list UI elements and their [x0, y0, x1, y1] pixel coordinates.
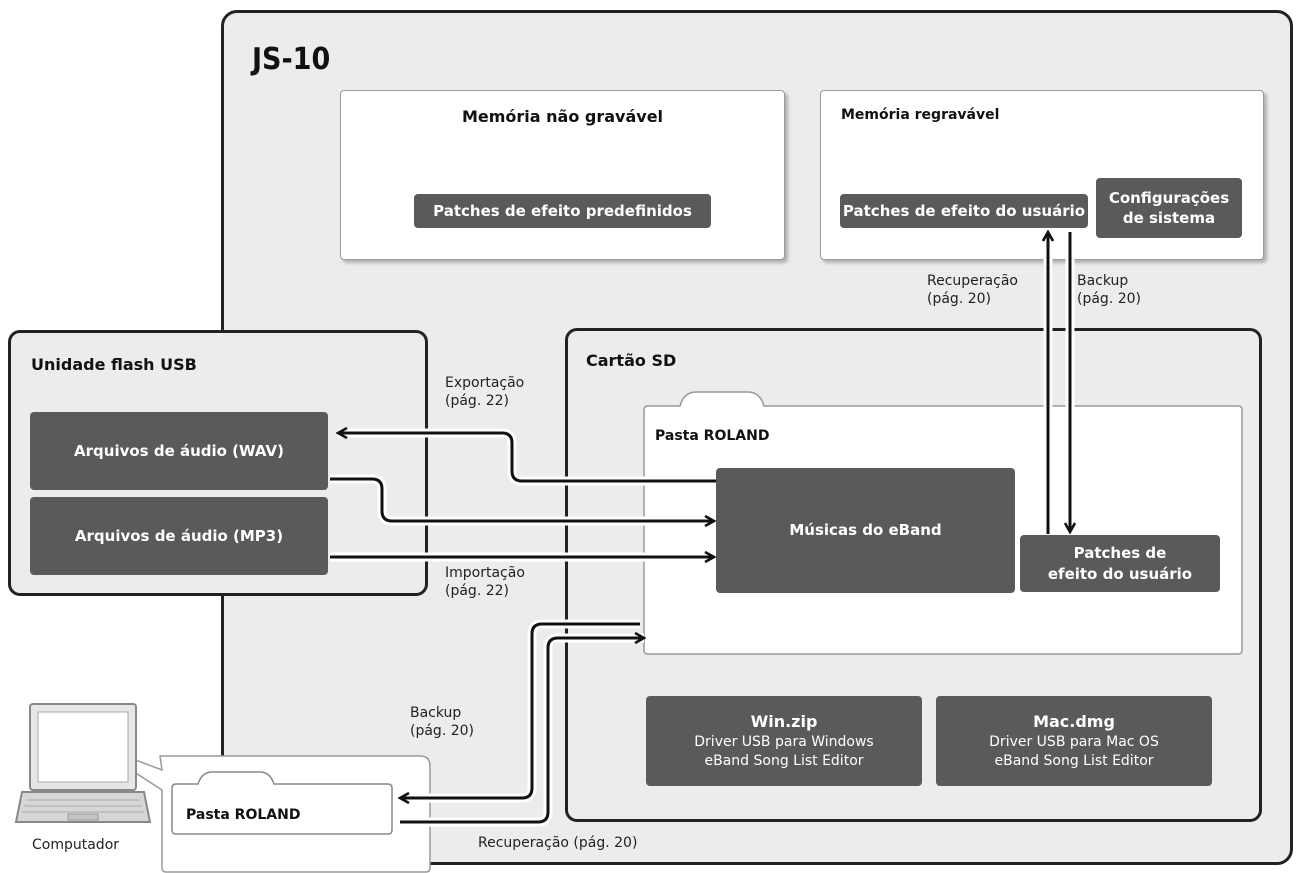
mac-dmg-title: Mac.dmg: [1033, 712, 1115, 732]
user-patches-memory-box: Patches de efeito do usuário: [840, 194, 1088, 228]
wav-files-box: Arquivos de áudio (WAV): [30, 412, 328, 490]
sd-user-patches-box: Patches de efeito do usuário: [1020, 535, 1220, 592]
device-title: JS-10: [252, 42, 331, 77]
sd-roland-folder-label: Pasta ROLAND: [655, 428, 770, 444]
computer-folder-label: Pasta ROLAND: [186, 807, 301, 823]
recovery-top-label-line-2: (pág. 20): [927, 291, 991, 308]
import-label-line-1: Importação: [445, 565, 525, 581]
sd-user-patches-line-1: Patches de: [1073, 544, 1167, 563]
mac-dmg-line-2: eBand Song List Editor: [994, 752, 1154, 769]
backup-bottom-label-line-1: Backup: [410, 705, 462, 721]
mac-dmg-box: Mac.dmg Driver USB para Mac OS eBand Son…: [936, 696, 1212, 786]
backup-bottom-label: Backup (pág. 20): [410, 704, 474, 740]
backup-bottom-label-line-2: (pág. 20): [410, 723, 474, 740]
sd-card-title: Cartão SD: [586, 351, 677, 370]
preset-patches-box: Patches de efeito predefinidos: [414, 194, 711, 228]
win-zip-title: Win.zip: [750, 712, 818, 732]
songs-box: Músicas do eBand: [716, 468, 1015, 593]
system-settings-box: Configurações de sistema: [1096, 178, 1242, 238]
computer-label: Computador: [32, 837, 120, 853]
export-label: Exportação (pág. 22): [445, 374, 524, 410]
export-label-line-2: (pág. 22): [445, 393, 509, 410]
recovery-bottom-label: Recuperação (pág. 20): [478, 835, 638, 851]
system-settings-line-2: de sistema: [1122, 209, 1216, 227]
win-zip-line-1: Driver USB para Windows: [694, 733, 874, 750]
recovery-top-label: Recuperação (pág. 20): [927, 272, 1018, 308]
rewritable-memory-title: Memória regravável: [841, 107, 1000, 123]
sd-user-patches-line-2: efeito do usuário: [1047, 564, 1193, 583]
backup-top-label-line-1: Backup: [1077, 273, 1129, 289]
import-label-line-2: (pág. 22): [445, 583, 509, 600]
computer-folder: [171, 771, 393, 835]
backup-top-label: Backup (pág. 20): [1077, 272, 1141, 308]
import-label: Importação (pág. 22): [445, 564, 525, 600]
export-label-line-1: Exportação: [445, 375, 525, 391]
backup-top-label-line-2: (pág. 20): [1077, 291, 1141, 308]
recovery-top-label-line-1: Recuperação: [927, 273, 1018, 289]
usb-flash-title: Unidade flash USB: [31, 355, 197, 374]
nonwritable-memory-panel: Memória não gravável: [340, 90, 785, 260]
win-zip-line-2: eBand Song List Editor: [704, 752, 864, 769]
laptop-icon: [14, 703, 152, 823]
mp3-files-box: Arquivos de áudio (MP3): [30, 497, 328, 575]
mac-dmg-line-1: Driver USB para Mac OS: [989, 733, 1159, 750]
win-zip-box: Win.zip Driver USB para Windows eBand So…: [646, 696, 922, 786]
system-settings-line-1: Configurações: [1108, 188, 1230, 207]
nonwritable-memory-title: Memória não gravável: [461, 107, 664, 126]
